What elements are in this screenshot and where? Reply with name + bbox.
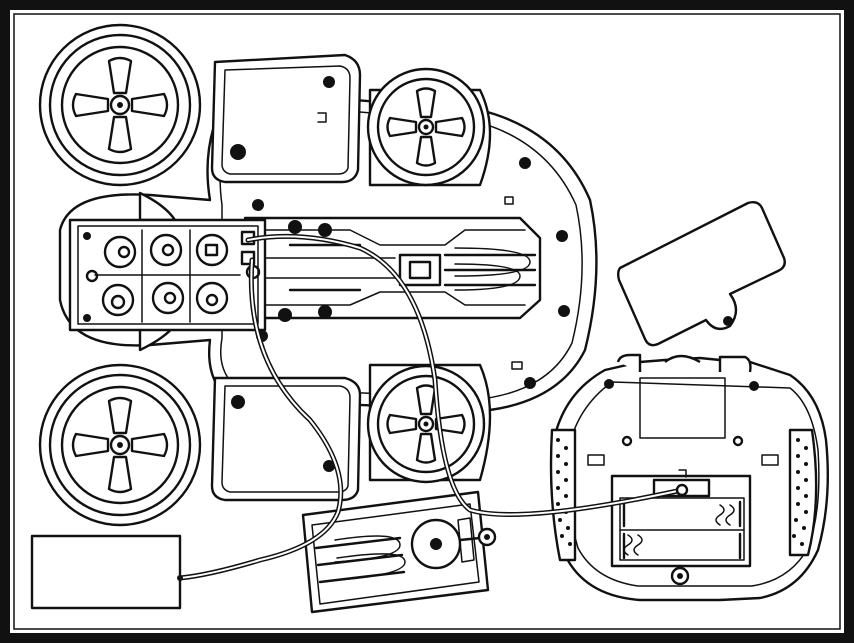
motor-board <box>301 490 497 614</box>
circuit-cover <box>617 200 786 347</box>
battery-cell <box>101 233 229 317</box>
wheel-rear-left <box>38 363 202 527</box>
motor-cover-top <box>210 53 362 184</box>
wheel-front-right <box>366 67 492 187</box>
wheel-front-left <box>38 23 202 187</box>
motor-cover-bottom <box>210 376 362 502</box>
switch-box <box>30 534 182 610</box>
wheel-rear-right <box>366 363 492 484</box>
wire-harness <box>177 233 689 581</box>
